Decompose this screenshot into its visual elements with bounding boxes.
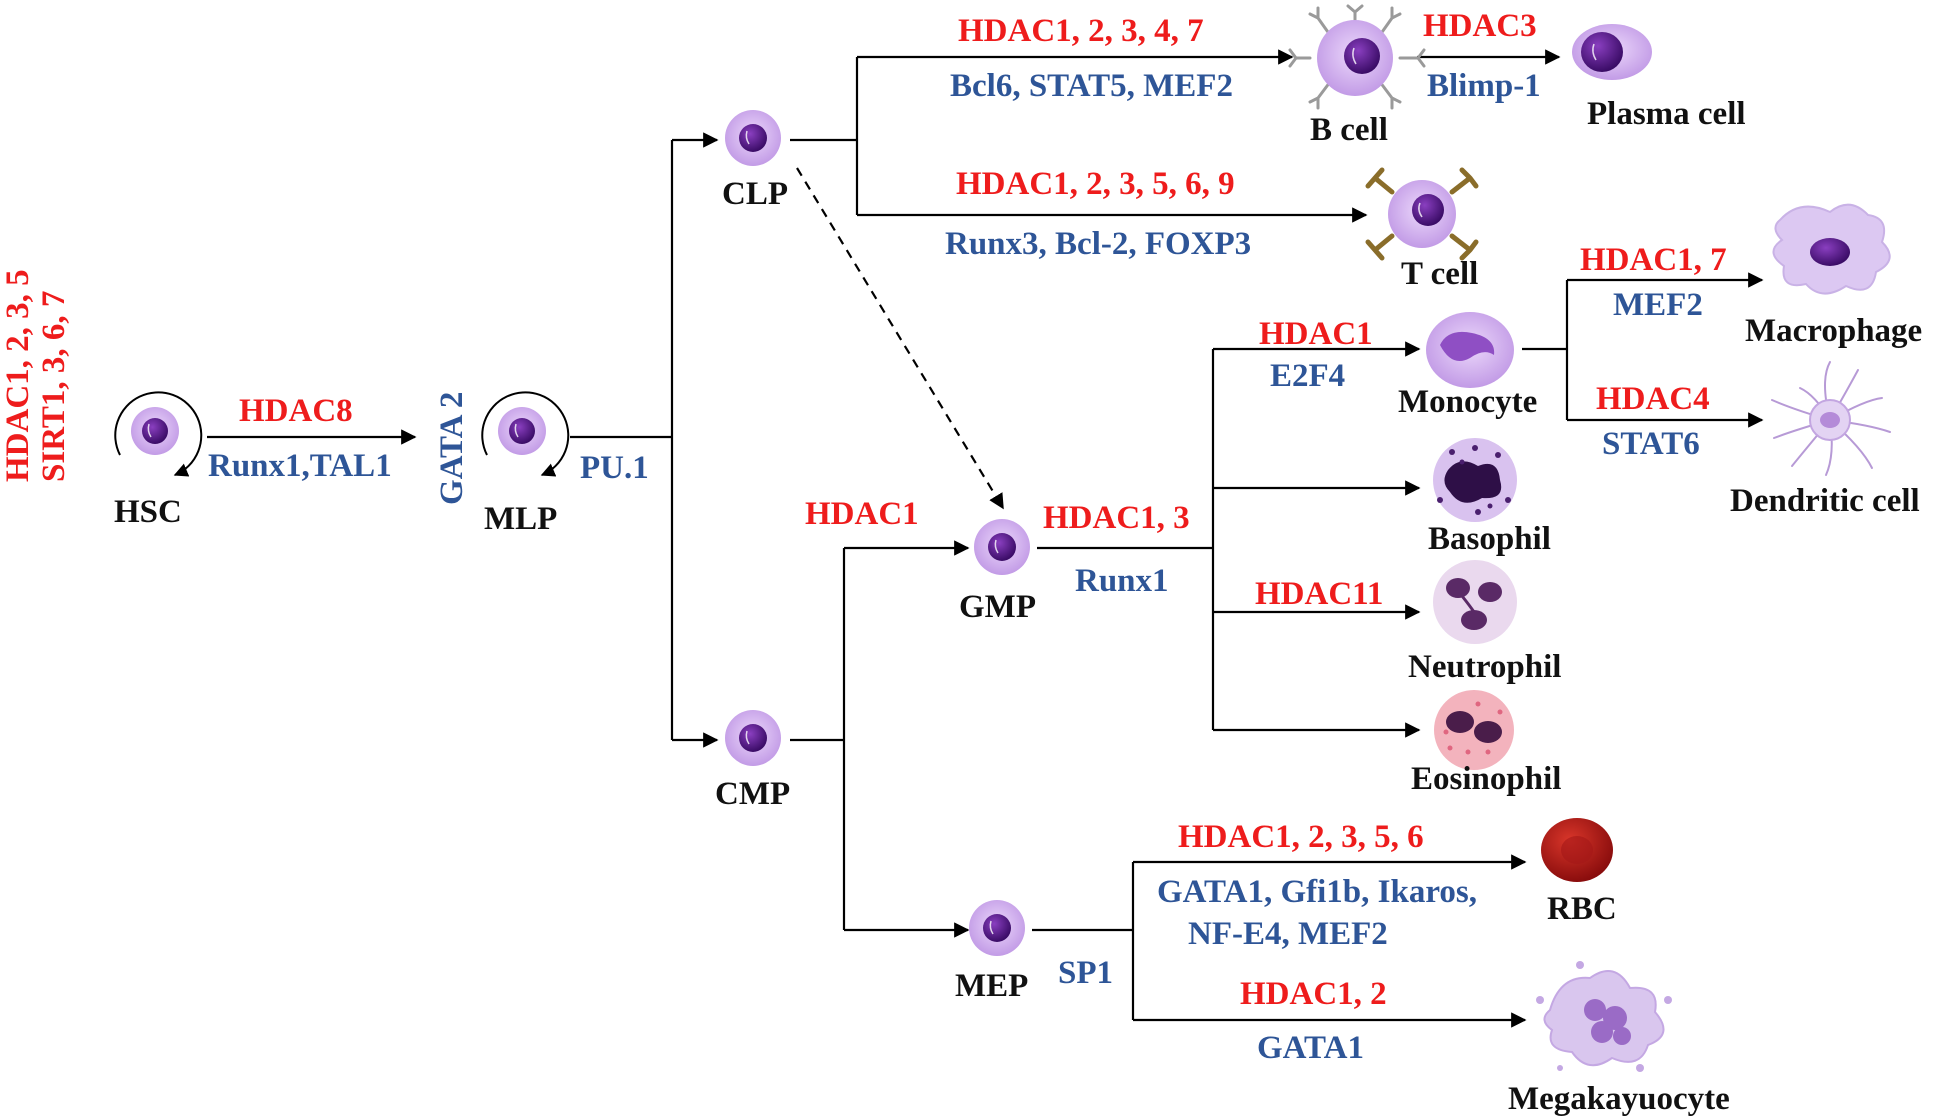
hsc-mlp-factor-label: Runx1,TAL1 [208, 448, 392, 484]
t-cell-label: T cell [1401, 256, 1479, 292]
cmp-cell-icon [725, 710, 781, 766]
hsc-cell-icon [131, 407, 179, 455]
eosinophil-icon [1434, 690, 1514, 770]
eosinophil-label: Eosinophil [1411, 761, 1562, 797]
mlp-cell-icon [498, 407, 546, 455]
neutrophil-icon [1433, 560, 1517, 644]
mep-megakaryocyte-hdac-label: HDAC1, 2 [1240, 976, 1387, 1012]
t-cell-icon [1365, 167, 1479, 261]
clp-cell-icon [725, 110, 781, 166]
mep-label: MEP [955, 968, 1029, 1004]
sp1-label: SP1 [1058, 955, 1114, 991]
clp-b-factor-label: Bcl6, STAT5, MEF2 [950, 68, 1233, 104]
mep-rbc-factor-line2: NF-E4, MEF2 [1188, 916, 1388, 952]
gata2-vertical-label: GATA 2 [434, 391, 470, 505]
mono-mac-factor-label: MEF2 [1613, 287, 1703, 323]
mono-dc-hdac-label: HDAC4 [1596, 381, 1710, 417]
pu1-label: PU.1 [580, 450, 649, 486]
cmp-gmp-hdac-label: HDAC1 [805, 496, 919, 532]
mep-rbc-hdac-label: HDAC1, 2, 3, 5, 6 [1178, 819, 1424, 855]
self-renewal-arrow-hsc [114, 391, 203, 477]
mep-megakaryocyte-factor-label: GATA1 [1257, 1030, 1364, 1066]
mono-mac-hdac-label: HDAC1, 7 [1580, 242, 1727, 278]
clp-t-hdac-label: HDAC1, 2, 3, 5, 6, 9 [956, 166, 1235, 202]
b-plasma-factor-label: Blimp-1 [1427, 68, 1541, 104]
rbc-icon [1541, 818, 1613, 882]
dashed-arrow-clp-gmp [796, 167, 1004, 510]
mlp-label: MLP [484, 501, 558, 537]
b-plasma-hdac-label: HDAC3 [1423, 8, 1537, 44]
clp-label: CLP [722, 176, 788, 212]
gmp-factor-label: Runx1 [1075, 563, 1169, 599]
hsc-sirt-vertical-label: SIRT1, 3, 6, 7 [36, 290, 72, 482]
self-renewal-arrow-mlp [481, 391, 570, 477]
clp-t-factor-label: Runx3, Bcl-2, FOXP3 [945, 226, 1252, 262]
plasma-cell-label: Plasma cell [1587, 96, 1746, 132]
mep-rbc-factor-line1: GATA1, Gfi1b, Ikaros, [1157, 874, 1477, 910]
macrophage-icon [1772, 203, 1891, 295]
gmp-neutrophil-hdac-label: HDAC11 [1255, 576, 1384, 612]
rbc-label: RBC [1547, 891, 1617, 927]
gmp-mono-hdac-label: HDAC1 [1259, 316, 1373, 352]
cmp-label: CMP [715, 776, 791, 812]
dendritic-cell-label: Dendritic cell [1730, 483, 1920, 519]
mono-dc-factor-label: STAT6 [1602, 426, 1700, 462]
monocyte-icon [1426, 312, 1514, 388]
b-cell-label: B cell [1310, 112, 1388, 148]
gmp-label: GMP [959, 589, 1036, 625]
clp-b-hdac-label: HDAC1, 2, 3, 4, 7 [958, 13, 1204, 49]
basophil-label: Basophil [1428, 521, 1551, 557]
megakaryocyte-icon [1536, 961, 1672, 1072]
mep-cell-icon [969, 900, 1025, 956]
basophil-icon [1433, 438, 1517, 522]
dendritic-cell-icon [1771, 361, 1891, 476]
monocyte-label: Monocyte [1398, 384, 1538, 420]
gmp-cell-icon [974, 519, 1030, 575]
gmp-mono-factor-label: E2F4 [1270, 358, 1346, 394]
plasma-cell-icon [1572, 24, 1652, 80]
megakaryocyte-label: Megakayuocyte [1508, 1081, 1730, 1117]
gmp-hdac-label: HDAC1, 3 [1043, 500, 1190, 536]
b-cell-icon [1288, 4, 1426, 110]
hsc-label: HSC [114, 494, 182, 530]
hsc-hdac-vertical-label: HDAC1, 2, 3, 5 [0, 269, 36, 482]
connector-lines [207, 49, 1764, 1028]
hsc-mlp-hdac-label: HDAC8 [239, 393, 353, 429]
macrophage-label: Macrophage [1745, 313, 1923, 349]
neutrophil-label: Neutrophil [1408, 649, 1562, 685]
